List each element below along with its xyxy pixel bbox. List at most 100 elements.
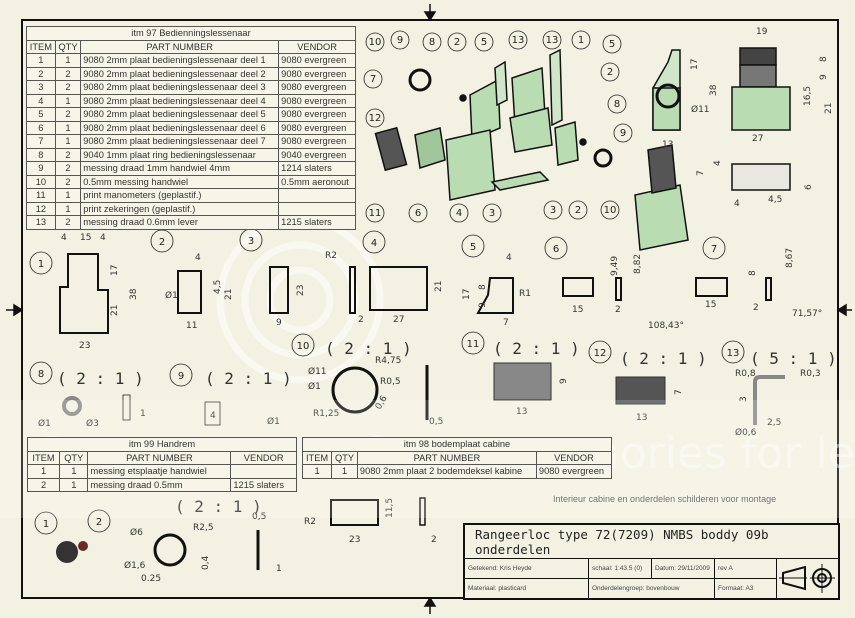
scale-label: ( 2 : 1 ) (205, 369, 292, 388)
vendor-cell (230, 464, 297, 479)
dim: 13 (662, 140, 673, 150)
part-number-cell: 9080 2mm plaat bedieningslessenaar deel … (80, 93, 280, 108)
qty-cell: 1 (54, 53, 82, 68)
qty-cell: 1 (331, 464, 358, 479)
revision: rev A (715, 559, 777, 579)
part-number-cell: print manometers (geplastif.) (80, 188, 280, 203)
dim: 7 (503, 318, 509, 328)
item-cell: 12 (26, 201, 56, 216)
dim: 0,5 (252, 512, 266, 522)
paint-note: Interieur cabine en onderdelen schildere… (553, 494, 776, 504)
qty-cell: 2 (54, 174, 82, 189)
title-block: Rangeerloc type 72(7209) NMBS boddy 09b … (463, 523, 840, 600)
vendor-cell: 9080 evergreen (278, 53, 356, 68)
dim: 8,82 (633, 254, 643, 274)
dim: 21 (824, 103, 834, 114)
dim: Ø11 (691, 104, 710, 115)
balloon: 12 (594, 348, 607, 359)
dim: 23 (79, 341, 90, 351)
dim: 23 (296, 285, 306, 296)
dim: 1 (140, 409, 146, 419)
scale-label: ( 5 : 1 ) (750, 349, 837, 368)
part-number-cell: 0.5mm messing handwiel (80, 174, 280, 189)
center-marks (6, 4, 852, 614)
item-cell: 5 (26, 107, 56, 122)
dim: 7 (674, 389, 684, 395)
balloon: 10 (604, 205, 617, 216)
col-header: PART NUMBER (87, 450, 232, 465)
balloon: 2 (159, 237, 165, 248)
dim: 71,57° (792, 309, 822, 319)
col-header: ITEM (26, 450, 61, 465)
dim: 15 (572, 305, 583, 315)
qty-cell: 1 (54, 93, 82, 108)
dim: Ø1 (267, 416, 280, 427)
dim: 19 (756, 27, 768, 37)
dim: Ø1 (165, 290, 178, 301)
balloon: 6 (553, 244, 559, 255)
dim: 21 (110, 305, 120, 316)
dim: R2 (325, 251, 337, 261)
dim: R2 (304, 517, 316, 527)
dim: Ø3 (86, 418, 99, 429)
dim: 11,5 (385, 498, 395, 518)
item-cell: 2 (26, 66, 56, 81)
balloon: 8 (429, 37, 435, 48)
dim: 17 (462, 289, 472, 300)
dim: 4,5 (768, 195, 782, 205)
dim: 21 (434, 281, 444, 292)
dim: 4,5 (213, 280, 223, 294)
item-cell: 3 (26, 80, 56, 95)
balloon: 3 (248, 236, 254, 247)
col-header: PART NUMBER (356, 450, 537, 465)
balloon: 11 (467, 339, 480, 350)
balloon: 10 (297, 341, 310, 352)
dim: 11 (186, 321, 197, 331)
part-number-cell: 9080 2mm plaat bedieningslessenaar deel … (80, 53, 280, 68)
vendor-cell: 1215 slaters (230, 477, 297, 492)
balloon: 2 (96, 517, 102, 528)
dim: Ø11 (308, 366, 327, 377)
part-number-cell: messing draad 1mm handwiel 4mm (80, 161, 280, 176)
item-cell: 4 (26, 93, 56, 108)
scale-label: ( 2 : 1 ) (620, 349, 707, 368)
balloon: 7 (370, 74, 376, 85)
iso-balloon-labels: 10 9 8 2 5 13 13 1 5 7 2 12 8 9 11 6 4 3… (369, 35, 627, 219)
vendor-cell: 1215 slaters (278, 215, 356, 230)
vendor-cell: 9080 evergreen (278, 66, 356, 81)
part-number-cell: print zekeringen (geplastif.) (80, 201, 280, 216)
qty-cell: 1 (59, 477, 89, 492)
col-header: PART NUMBER (80, 39, 280, 54)
dim: R4,75 (375, 356, 401, 366)
scale-label: ( 2 : 1 ) (57, 369, 144, 388)
part-number-cell: messing draad 0.6mm lever (80, 215, 280, 230)
balloon: 3 (550, 205, 556, 216)
balloon: 2 (454, 37, 460, 48)
format: Formaat: A3 (715, 579, 777, 598)
item-cell: 10 (26, 174, 56, 189)
dim: 1 (276, 564, 282, 574)
dim: R0,3 (800, 369, 821, 379)
part-number-cell: messing draad 0.5mm (87, 477, 232, 492)
dim: 17 (110, 265, 120, 276)
print-images (56, 362, 666, 563)
dim: Ø6 (130, 527, 143, 538)
balloon: 5 (481, 37, 487, 48)
balloon: 3 (489, 208, 495, 219)
dim: 8 (748, 270, 758, 276)
part-number-cell: 9080 2mm plaat bedieningslessenaar deel … (80, 66, 280, 81)
vendor-cell: 9080 evergreen (278, 80, 356, 95)
dim: 4 (195, 253, 201, 263)
col-header: QTY (59, 450, 89, 465)
qty-cell: 2 (54, 80, 82, 95)
item-cell: 13 (26, 215, 56, 230)
